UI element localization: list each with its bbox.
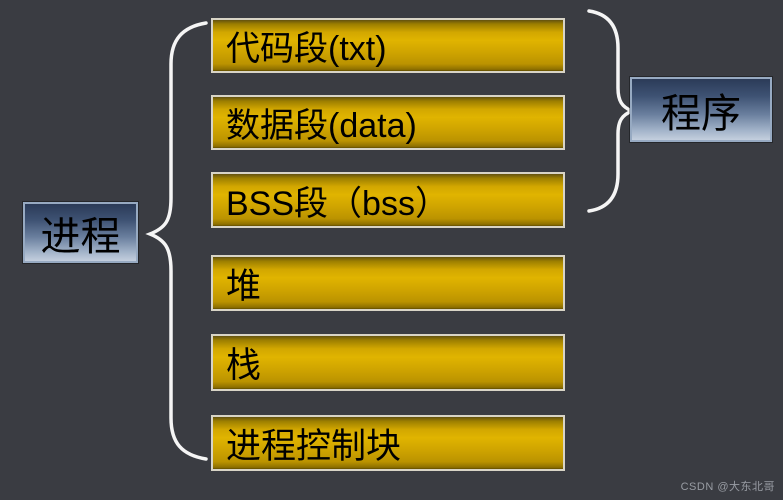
program-box: 程序	[630, 77, 772, 142]
segment-data-box: 数据段(data)	[211, 95, 565, 150]
segment-code-box: 代码段(txt)	[211, 18, 565, 73]
right-brace-icon	[587, 9, 637, 213]
left-brace-icon	[145, 21, 208, 461]
segment-bss-box: BSS段（bss）	[211, 172, 565, 228]
segment-stack-box: 栈	[211, 334, 565, 391]
segment-heap-box: 堆	[211, 255, 565, 311]
segment-pcb-label: 进程控制块	[226, 426, 402, 466]
segment-code-label: 代码段(txt)	[226, 30, 387, 68]
segment-heap-label: 堆	[226, 266, 262, 306]
segment-bss-label: BSS段（bss）	[226, 184, 449, 223]
process-box: 进程	[23, 202, 138, 263]
program-label: 程序	[661, 91, 741, 136]
segment-pcb-box: 进程控制块	[211, 415, 565, 471]
segment-data-label: 数据段(data)	[226, 107, 417, 145]
process-label: 进程	[40, 213, 121, 259]
watermark: CSDN @大东北哥	[680, 481, 775, 493]
segment-stack-label: 栈	[226, 346, 262, 385]
